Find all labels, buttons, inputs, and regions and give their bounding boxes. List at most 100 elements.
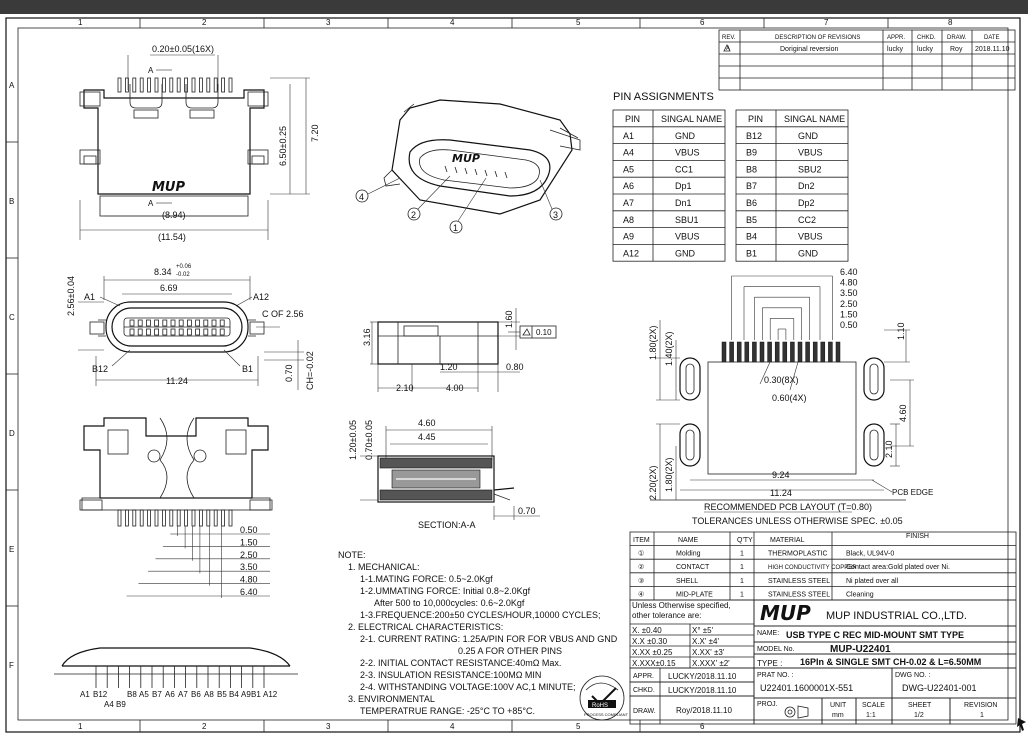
- pcb-pad: [774, 341, 780, 363]
- draw-value: Roy/2018.11.10: [676, 706, 732, 715]
- pcb-dim-210: 2.10: [884, 440, 894, 458]
- unit-label: UNIT: [830, 702, 847, 709]
- side-dim-210: 2.10: [396, 383, 414, 393]
- top-pin: [154, 77, 159, 93]
- signal-cell: SBU2: [798, 164, 822, 174]
- bottom-dim-label: 4.80: [240, 575, 258, 585]
- col-label-1-bottom: 1: [78, 722, 83, 731]
- pcb-top-dim: 4.80: [840, 278, 858, 288]
- col-label-3: 3: [326, 18, 331, 27]
- appr-value: LUCKY/2018.11.10: [668, 672, 737, 681]
- front-contact: [129, 328, 135, 336]
- front-body-width: 11.24: [166, 376, 188, 386]
- front-offset: 0.70: [284, 364, 294, 382]
- note-line: 2-2. INITIAL CONTACT RESISTANCE:40mΩ Max…: [360, 658, 561, 668]
- window-top-bar: [0, 0, 1028, 14]
- chkd-label: CHKD.: [633, 687, 655, 694]
- pin-row-label: B5: [217, 690, 227, 699]
- label-a12: A12: [253, 292, 269, 302]
- pin-row-label: B6: [191, 690, 201, 699]
- revision-table: REV. DESCRIPTION OF REVISIONS APPR. CHKD…: [718, 29, 1016, 91]
- grid-row-labels: A B C D E F: [9, 81, 15, 670]
- front-contact: [178, 328, 184, 336]
- sheet-label: SHEET: [908, 702, 932, 709]
- sec-dim-120: 1.20±0.05: [348, 420, 358, 460]
- bottom-dim-label: 1.50: [240, 537, 258, 547]
- iso-logo: MUP: [452, 152, 480, 165]
- rohs-badge: RoHS PROCESS COMPLIANT: [579, 675, 629, 721]
- note-line: 2-1. CURRENT RATING: 1.25A/PIN FOR FOR V…: [360, 634, 618, 644]
- mat-header: NAME: [678, 537, 699, 544]
- bottom-pin: [191, 509, 196, 527]
- pin-cell: A7: [623, 198, 634, 208]
- col-label-6-bottom: 6: [700, 722, 705, 731]
- pin-row-label: B12: [93, 690, 108, 699]
- pin-row-label: A12: [263, 690, 278, 699]
- top-pin: [176, 77, 181, 93]
- rev-appr: lucky: [887, 46, 903, 53]
- sec-dim-460: 4.60: [418, 418, 436, 428]
- side-view: 3.16 1.60 0.10 1.20 2.10 4.00 0.80: [362, 308, 557, 393]
- top-pin-row: [117, 77, 233, 93]
- col-label-4-bottom: 4: [450, 722, 455, 731]
- note-line: 2-3. INSULATION RESISTANCE:100MΩ MIN: [360, 670, 541, 680]
- notes: NOTE:1. MECHANICAL:1-1.MATING FORCE: 0.5…: [338, 550, 618, 716]
- pcb-pad: [782, 341, 788, 363]
- signal-cell: GND: [675, 131, 696, 141]
- tol-cell: X.XXX±0.15: [632, 659, 676, 668]
- scale-value: 1:1: [866, 712, 876, 719]
- pcb-pad: [736, 341, 742, 363]
- pcb-edge-label: PCB EDGE: [892, 488, 933, 497]
- note-line: 3. ENVIRONMENTAL: [348, 694, 435, 704]
- front-contact: [154, 319, 160, 327]
- type-label: TYPE :: [757, 659, 782, 668]
- front-ch: CH=-0.02: [305, 351, 315, 390]
- company-name: MUP INDUSTRIAL CO.,LTD.: [826, 610, 967, 622]
- top-pin: [147, 77, 152, 93]
- note-line: 2-4. WITHSTANDING VOLTAGE:100V AC,1 MINU…: [360, 682, 576, 692]
- front-height: 2.56±0.04: [66, 276, 76, 316]
- bottom-pin: [125, 509, 129, 527]
- mat-cell: 1: [740, 578, 744, 585]
- side-dim-160: 1.60: [504, 310, 514, 328]
- front-contact: [129, 319, 135, 327]
- dwg-value: DWG-U22401-001: [902, 683, 977, 693]
- pin-row-label: B4: [229, 690, 239, 699]
- pcb-pad: [759, 341, 765, 363]
- side-dim-080: 0.80: [506, 362, 524, 372]
- rev-header-desc: DESCRIPTION OF REVISIONS: [775, 35, 860, 41]
- front-contact: [186, 319, 192, 327]
- rev-draw: Roy: [950, 46, 963, 53]
- draw-label: DRAW.: [633, 708, 656, 715]
- note-line: TEMPERATRUE RANGE: -25°C TO +85°C.: [360, 706, 535, 716]
- callout-1: 1: [453, 223, 458, 233]
- front-inner-width: 6.69: [160, 283, 178, 293]
- bottom-pin: [213, 509, 218, 527]
- tol-title-2: other tolerance are:: [632, 611, 701, 620]
- revision-label: REVISION: [964, 702, 997, 709]
- front-opening-width: 8.34: [154, 267, 172, 277]
- col-label-7: 7: [824, 18, 829, 27]
- label-a1: A1: [84, 292, 95, 302]
- front-tol-lower: -0.02: [176, 272, 190, 278]
- front-contact: [137, 328, 143, 336]
- col-label-2: 2: [202, 18, 207, 27]
- pcb-dim-140-2x: 1.40(2X): [664, 331, 674, 366]
- tol-cell: X.X' ±4': [692, 637, 719, 646]
- front-contact: [162, 319, 168, 327]
- tol-cell: X.XXX' ±2': [692, 659, 730, 668]
- top-view-logo: MUP: [152, 180, 185, 195]
- sheet-value: 1/2: [914, 712, 924, 719]
- mat-cell: STAINLESS STEEL: [768, 591, 830, 598]
- signal-cell: VBUS: [798, 232, 823, 242]
- chkd-value: LUCKY/2018.11.10: [668, 686, 737, 695]
- pin-cell: B9: [746, 148, 757, 158]
- pcb-top-dims: 6.404.803.502.501.500.50: [731, 267, 858, 340]
- cursor-icon: [1017, 718, 1026, 731]
- front-contacts: [129, 319, 225, 336]
- bottom-pin: [147, 509, 152, 527]
- proj-label: PROJ.: [757, 701, 778, 708]
- signal-cell: GND: [798, 248, 819, 258]
